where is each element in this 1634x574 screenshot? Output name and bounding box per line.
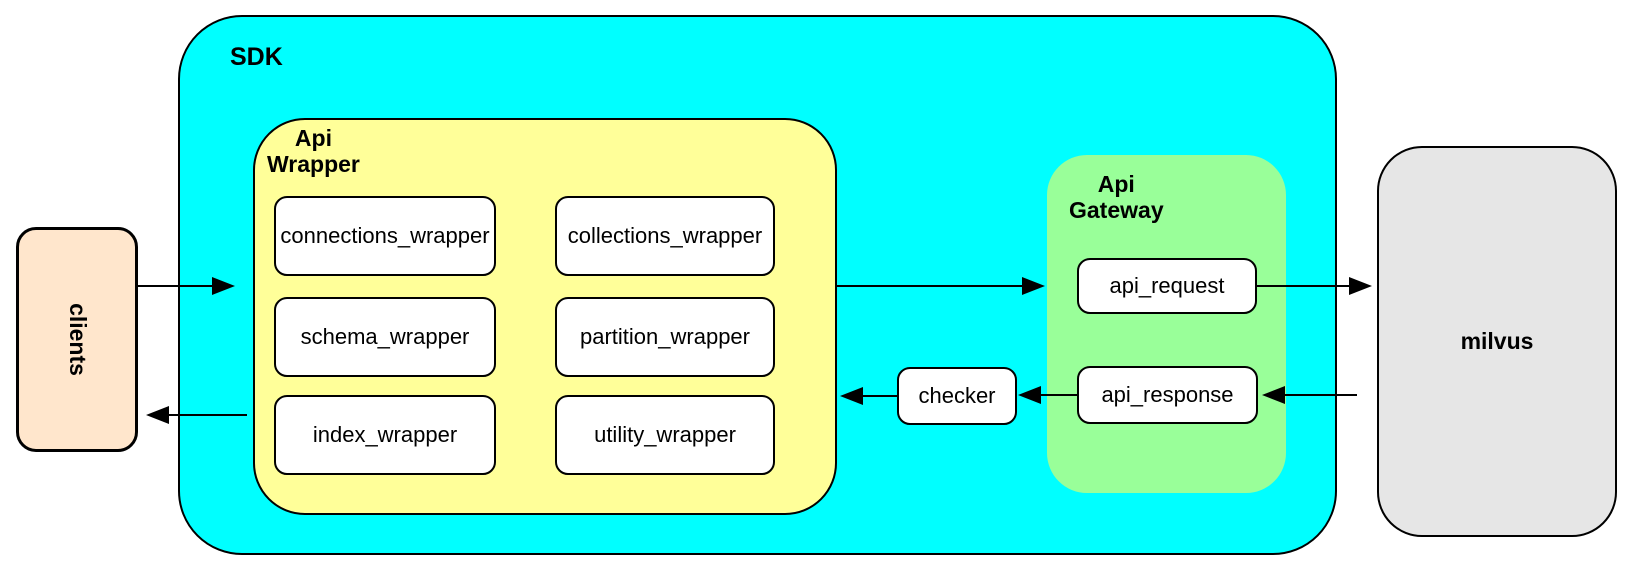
collections-wrapper-node: collections_wrapper — [555, 196, 775, 276]
arrowhead-left-icon — [840, 387, 863, 405]
partition-wrapper-node: partition_wrapper — [555, 297, 775, 377]
milvus-label: milvus — [1460, 328, 1534, 354]
checker-node: checker — [897, 367, 1017, 425]
api-wrapper-label: Api Wrapper — [267, 125, 360, 178]
arrow-checker-to-wrapper — [840, 387, 897, 405]
arrowhead-left-icon — [1262, 386, 1285, 404]
clients-label: clients — [64, 303, 91, 376]
index-wrapper-node: index_wrapper — [274, 395, 496, 475]
api-wrapper-container: Api Wrapper connections_wrapper collecti… — [253, 118, 837, 515]
arrow-milvus-to-response — [1262, 386, 1357, 404]
arrow-wrapper-to-gateway — [837, 277, 1045, 295]
arrowhead-right-icon — [1022, 277, 1045, 295]
arrow-shaft — [1280, 394, 1357, 396]
clients-node: clients — [16, 227, 138, 452]
milvus-node: milvus — [1377, 146, 1617, 537]
api-response-node: api_response — [1077, 366, 1258, 424]
arrow-shaft — [1257, 285, 1353, 287]
utility-wrapper-node: utility_wrapper — [555, 395, 775, 475]
api-gateway-container: Api Gateway api_request api_response — [1047, 155, 1286, 493]
arrowhead-right-icon — [1349, 277, 1372, 295]
arrow-request-to-milvus — [1257, 277, 1372, 295]
arrowhead-left-icon — [1018, 386, 1041, 404]
schema-wrapper-node: schema_wrapper — [274, 297, 496, 377]
arrow-shaft — [164, 414, 247, 416]
arrow-clients-to-sdk — [138, 277, 235, 295]
arrow-shaft — [858, 395, 897, 397]
api-gateway-label: Api Gateway — [1069, 171, 1164, 224]
arrow-shaft — [138, 285, 217, 287]
connections-wrapper-node: connections_wrapper — [274, 196, 496, 276]
arrow-response-to-checker — [1018, 386, 1077, 404]
arrow-shaft — [837, 285, 1026, 287]
arrowhead-left-icon — [146, 406, 169, 424]
arrowhead-right-icon — [212, 277, 235, 295]
api-request-node: api_request — [1077, 258, 1257, 314]
arrow-sdk-to-clients — [146, 406, 247, 424]
sdk-container: SDK Api Wrapper connections_wrapper coll… — [178, 15, 1337, 555]
sdk-label: SDK — [230, 43, 283, 71]
arrow-shaft — [1036, 394, 1077, 396]
